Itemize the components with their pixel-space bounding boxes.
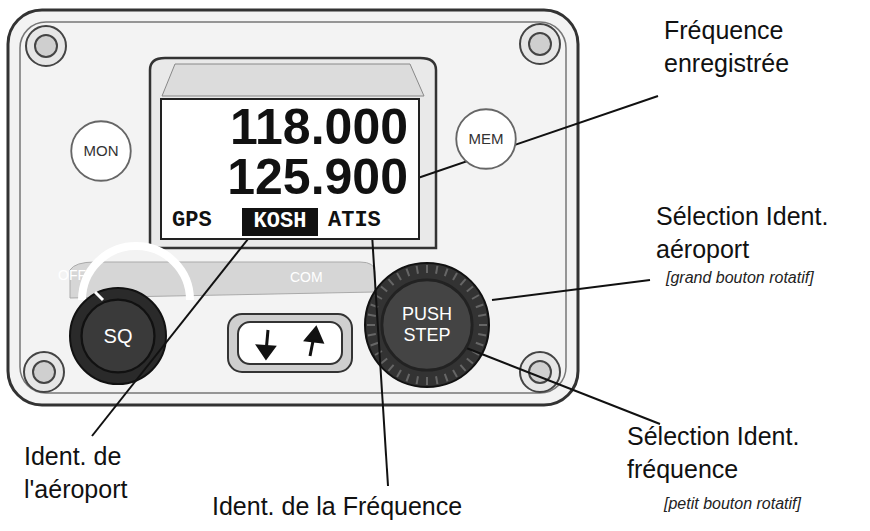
outer-rotary-knob xyxy=(365,263,489,387)
bezel-hood xyxy=(162,64,424,96)
knurl-stroke xyxy=(467,358,473,363)
knurl-stroke xyxy=(426,377,428,385)
callout-label-box: Sélection Ident. aéroport xyxy=(656,200,856,265)
knurl-stroke xyxy=(436,266,437,274)
mem-button-disc xyxy=(456,109,516,169)
airport-ident-text: KOSH xyxy=(254,211,307,233)
knurl-stroke xyxy=(397,273,401,280)
active-frequency: 118.000 xyxy=(230,102,408,152)
squelch-pointer xyxy=(95,292,103,300)
inner-rotary-knob: PUSH STEP xyxy=(380,278,474,372)
knurl-stroke xyxy=(406,269,409,277)
switch-marking: OFF xyxy=(58,267,86,283)
display-screen: 118.000125.900GPS ATIS KOSH xyxy=(160,98,420,240)
leader-lines xyxy=(92,96,660,486)
switch-marking-box: OFF xyxy=(58,266,118,284)
knurl-stroke xyxy=(397,370,401,377)
button-caption: PUSH STEP xyxy=(390,304,464,345)
stored-frequency: 125.900 xyxy=(227,152,408,202)
mode-marking-box: COM xyxy=(290,268,350,286)
knurl-stroke xyxy=(368,334,376,335)
knurl-stroke xyxy=(381,358,387,363)
knurl-stroke xyxy=(368,315,376,316)
gps-label: GPS xyxy=(172,210,212,232)
squelch-knob: SQ xyxy=(80,298,156,374)
callout-label-box: Ident. de l'aéroport xyxy=(24,440,199,505)
mem-button: MEM xyxy=(455,108,517,170)
corner-screws xyxy=(24,24,560,392)
callout-note: [petit bouton rotatif] xyxy=(664,495,801,512)
callout-label: Sélection Ident. fréquence xyxy=(627,422,799,483)
callout-note-box: [petit bouton rotatif] xyxy=(664,494,864,515)
radio-housing xyxy=(8,10,578,405)
knurl-stroke xyxy=(388,279,393,285)
mon-button-disc xyxy=(71,121,131,181)
knurl-stroke xyxy=(406,374,409,382)
knurl-stroke xyxy=(445,269,448,277)
swap-button xyxy=(238,322,342,364)
button-caption: MEM xyxy=(469,130,504,147)
callout-label: Ident. de la Fréquence xyxy=(212,492,462,520)
knob-knurling xyxy=(367,265,487,385)
knurl-stroke xyxy=(436,376,437,384)
knurl-stroke xyxy=(388,365,393,371)
swap-arrows xyxy=(258,328,322,358)
button-caption: SQ xyxy=(104,325,133,348)
knurl-stroke xyxy=(445,374,448,382)
knurl-stroke xyxy=(367,324,375,326)
callout-label-box: Fréquence enregistrée xyxy=(664,14,854,79)
callout-note: [grand bouton rotatif] xyxy=(666,269,814,286)
knurl-stroke xyxy=(371,343,379,346)
squelch-knob-ring xyxy=(70,288,166,384)
callout-label-box: Sélection Ident. fréquence xyxy=(627,420,857,485)
mode-marking: COM xyxy=(290,269,323,285)
knurl-stroke xyxy=(460,365,465,371)
knurl-stroke xyxy=(479,324,487,326)
knurl-stroke xyxy=(467,286,473,291)
knurl-stroke xyxy=(381,286,387,291)
swap-button-frame xyxy=(228,314,352,372)
callout-label: Sélection Ident. aéroport xyxy=(656,202,828,263)
inner-rotary-knob-disc xyxy=(382,280,472,370)
callout-label-box: Ident. de la Fréquence xyxy=(212,490,512,523)
knurl-stroke xyxy=(426,265,428,273)
callout-note-box: [grand bouton rotatif] xyxy=(666,268,866,289)
airport-ident: KOSH xyxy=(242,208,318,236)
knurl-stroke xyxy=(453,273,457,280)
display-bezel xyxy=(150,58,436,248)
knurl-stroke xyxy=(453,370,457,377)
mon-button: MON xyxy=(70,120,132,182)
knurl-stroke xyxy=(417,376,418,384)
callout-label: Fréquence enregistrée xyxy=(664,16,789,77)
housing-inner-edge xyxy=(20,22,566,393)
squelch-knob-disc xyxy=(82,300,155,373)
knurl-stroke xyxy=(417,266,418,274)
knurl-stroke xyxy=(476,343,484,346)
knurl-stroke xyxy=(476,304,484,307)
button-caption: MON xyxy=(84,142,119,159)
knurl-stroke xyxy=(478,315,486,316)
frequency-ident: ATIS xyxy=(328,210,381,232)
knurl-stroke xyxy=(460,279,465,285)
knurl-stroke xyxy=(472,295,479,299)
callout-label: Ident. de l'aéroport xyxy=(24,442,127,503)
knurl-stroke xyxy=(478,334,486,335)
